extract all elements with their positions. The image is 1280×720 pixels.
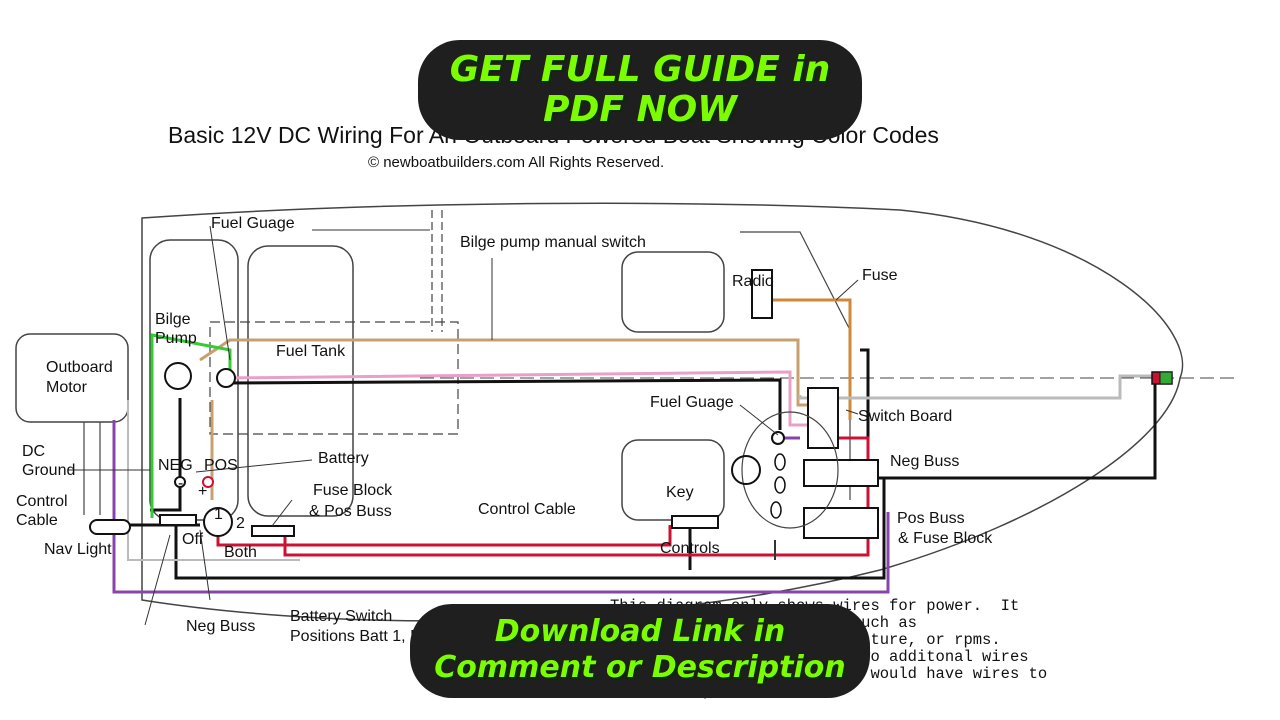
label-plus: +	[198, 483, 208, 500]
label-bilge-switch: Bilge pump manual switch	[460, 234, 646, 251]
label-minus: -	[178, 475, 184, 492]
seat-top-right	[621, 251, 725, 333]
label-pump: Pump	[155, 330, 197, 347]
label-ground: Ground	[22, 462, 76, 479]
wire-pink	[224, 370, 820, 427]
label-motor: Motor	[46, 379, 87, 396]
label-neg-buss-bottom: Neg Buss	[186, 618, 256, 635]
label-fuel-guage-right: Fuel Guage	[650, 394, 734, 411]
label-fuel-tank: Fuel Tank	[276, 343, 346, 360]
label-pos-buss-right: Pos Buss	[897, 510, 965, 527]
label-switch-board: Switch Board	[858, 408, 953, 425]
label-fuel-guage-top: Fuel Guage	[211, 215, 295, 232]
radio-box	[751, 269, 773, 319]
nav-light	[89, 519, 131, 535]
label-off: Off	[182, 531, 204, 548]
label-cable: Cable	[16, 512, 58, 529]
label-neg: NEG	[158, 457, 193, 474]
neg-buss-right	[803, 459, 879, 487]
wire-purple	[112, 420, 890, 594]
label-fuse: Fuse	[862, 267, 898, 284]
label-fuse-block-right: & Fuse Block	[898, 530, 993, 547]
label-fuse-block: Fuse Block	[313, 482, 393, 499]
dashboard	[741, 411, 839, 529]
banner-bottom-line1: Download Link in	[494, 614, 786, 649]
neg-buss-bar	[159, 514, 197, 526]
outboard-motor	[15, 333, 129, 423]
label-both: Both	[224, 544, 257, 561]
pos-buss-right	[803, 507, 879, 539]
label-pos-buss: & Pos Buss	[309, 503, 392, 520]
label-battery: Battery	[318, 450, 369, 467]
fuse-block	[251, 525, 295, 537]
label-nav-light: Nav Light	[44, 541, 112, 558]
label-pos: POS	[204, 457, 238, 474]
seat-bottom-right	[621, 439, 725, 521]
banner-top-line1: GET FULL GUIDE in	[449, 49, 831, 90]
fuel-tank	[209, 321, 459, 435]
get-guide-banner[interactable]: GET FULL GUIDE in PDF NOW	[418, 40, 862, 140]
controls-box	[671, 515, 719, 529]
label-radio: Radio	[732, 273, 774, 290]
battery-switch	[203, 507, 233, 537]
label-controls: Controls	[660, 540, 720, 557]
fuel-guage-dial	[771, 431, 785, 445]
download-link-banner[interactable]: Download Link in Comment or Description	[410, 604, 870, 698]
battery-pos	[202, 476, 214, 488]
label-neg-buss-right: Neg Buss	[890, 453, 960, 470]
label-key: Key	[666, 484, 694, 501]
steering-wheel	[731, 455, 761, 485]
label-outboard: Outboard	[46, 359, 113, 376]
label-bilge: Bilge	[155, 311, 191, 328]
bilge-pump	[164, 362, 192, 390]
banner-top-line2: PDF NOW	[543, 89, 737, 130]
copyright-line: © newboatbuilders.com All Rights Reserve…	[368, 154, 665, 171]
switch-board	[807, 387, 839, 449]
label-dc: DC	[22, 443, 46, 460]
label-control-cable-mid: Control Cable	[478, 501, 576, 518]
label-two: 2	[236, 515, 245, 532]
label-battery-switch: Battery Switch	[290, 608, 393, 625]
label-control: Control	[16, 493, 68, 510]
bilge-switch	[216, 368, 236, 388]
banner-bottom-line2: Comment or Description	[434, 650, 846, 685]
wire-gray	[798, 374, 1155, 400]
label-one: 1	[214, 506, 223, 523]
battery-neg	[174, 476, 186, 488]
